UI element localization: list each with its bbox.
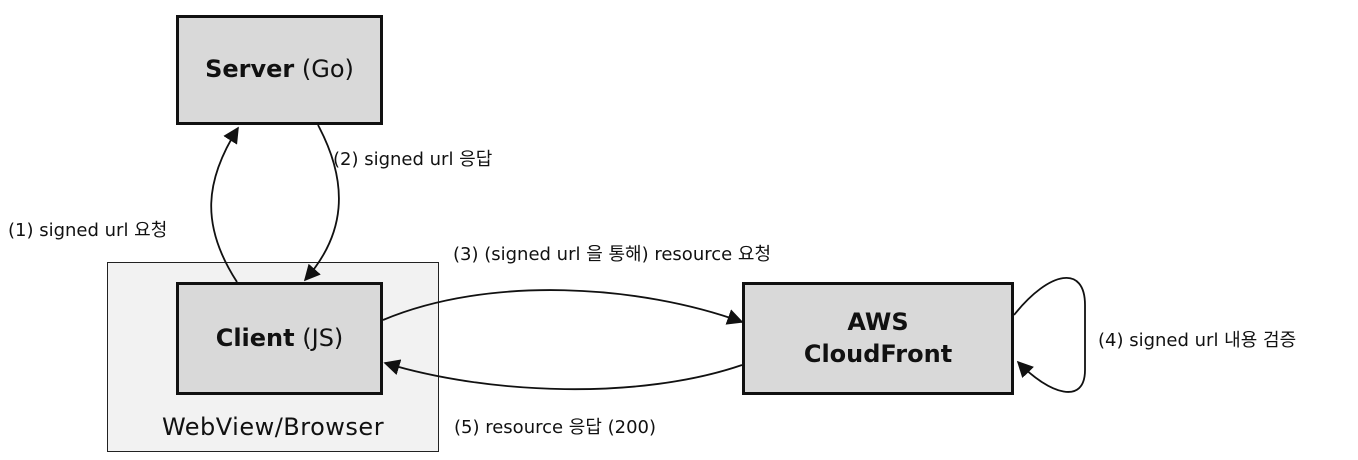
edge-step5-label: (5) resource 응답 (200) — [454, 417, 657, 438]
cloudfront-node-line1: AWS — [847, 308, 909, 337]
cloudfront-node-line2: CloudFront — [803, 339, 953, 368]
server-node: Server (Go) — [176, 15, 383, 125]
edge-step4-label: (4) signed url 내용 검증 — [1098, 330, 1297, 351]
edge-step5-arrow — [383, 359, 743, 391]
edge-step2-label: (2) signed url 응답 — [333, 149, 493, 170]
client-node-subtitle: (JS) — [302, 323, 344, 352]
edge-step3-label: (3) (signed url 을 통해) resource 요청 — [453, 244, 772, 265]
container-label: WebView/Browser — [161, 413, 385, 441]
edge-step1-label: (1) signed url 요청 — [8, 220, 168, 241]
client-node: Client (JS) — [176, 282, 383, 395]
client-node-title: Client — [215, 323, 295, 352]
server-node-subtitle: (Go) — [301, 55, 354, 84]
edge-step1-arrow — [210, 126, 239, 283]
edge-step2-arrow — [303, 124, 340, 282]
edge-step4-loop-arrow — [1013, 277, 1086, 393]
edge-step3-arrow — [382, 289, 744, 325]
server-node-title: Server — [205, 55, 295, 84]
